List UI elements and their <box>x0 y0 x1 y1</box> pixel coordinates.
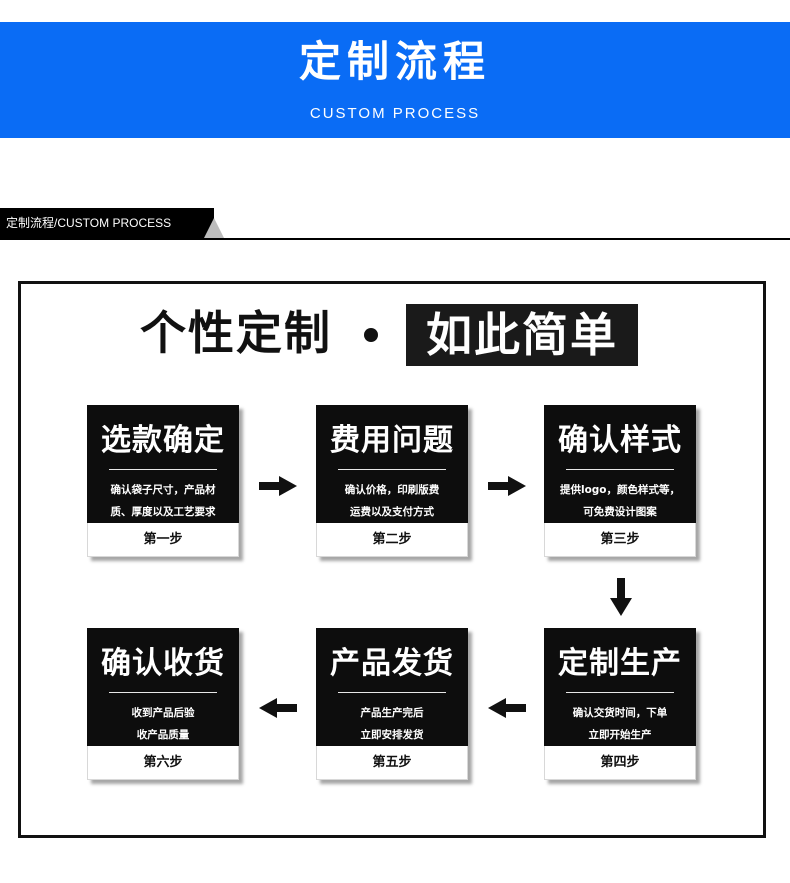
step-title: 确认收货 <box>101 646 225 681</box>
step-title: 选款确定 <box>101 423 225 458</box>
step-divider <box>109 469 217 470</box>
banner-title: 定制流程 <box>298 37 491 86</box>
step-label: 第二步 <box>316 523 468 557</box>
header-banner: 定制流程 CUSTOM PROCESS <box>0 22 790 138</box>
step-divider <box>338 469 446 470</box>
step-description: 提供logo，颜色样式等， 可免费设计图案 <box>559 484 681 518</box>
step-title: 费用问题 <box>330 423 454 458</box>
headline: 个性定制 如此简单 <box>0 300 790 370</box>
arrow-down-icon <box>610 578 632 616</box>
step-label: 第六步 <box>87 746 239 780</box>
section-tag-slant <box>204 218 224 238</box>
step-card-5: 产品发货 产品生产完后 立即安排发货 第五步 <box>316 628 468 780</box>
headline-left-text: 个性定制 <box>140 306 332 360</box>
step-divider <box>566 469 674 470</box>
step-label: 第四步 <box>544 746 696 780</box>
arrow-left-icon <box>259 698 297 718</box>
arrow-left-icon <box>488 698 526 718</box>
step-card-1: 选款确定 确认袋子尺寸，产品材 质、厚度以及工艺要求 第一步 <box>87 405 239 557</box>
step-title: 产品发货 <box>330 646 454 681</box>
step-description: 确认袋子尺寸，产品材 质、厚度以及工艺要求 <box>110 484 216 518</box>
step-description: 确认价格，印刷版费 运费以及支付方式 <box>344 484 440 518</box>
step-description: 确认交货时间，下单 立即开始生产 <box>572 707 668 741</box>
section-divider <box>0 238 790 240</box>
step-title: 定制生产 <box>558 646 682 681</box>
headline-highlight: 如此简单 <box>406 304 638 366</box>
section-tag: 定制流程/CUSTOM PROCESS <box>0 208 232 238</box>
arrow-right-icon <box>488 476 526 496</box>
step-label: 第五步 <box>316 746 468 780</box>
step-divider <box>566 692 674 693</box>
step-divider <box>338 692 446 693</box>
step-card-2: 费用问题 确认价格，印刷版费 运费以及支付方式 第二步 <box>316 405 468 557</box>
section-tag-label: 定制流程/CUSTOM PROCESS <box>6 216 172 230</box>
arrow-right-icon <box>259 476 297 496</box>
step-description: 产品生产完后 立即安排发货 <box>360 707 424 741</box>
step-title: 确认样式 <box>558 423 682 458</box>
section-tag-background <box>0 208 214 238</box>
step-description: 收到产品后验 收产品质量 <box>131 707 195 741</box>
step-card-4: 定制生产 确认交货时间，下单 立即开始生产 第四步 <box>544 628 696 780</box>
step-card-6: 确认收货 收到产品后验 收产品质量 第六步 <box>87 628 239 780</box>
step-card-3: 确认样式 提供logo，颜色样式等， 可免费设计图案 第三步 <box>544 405 696 557</box>
step-label: 第一步 <box>87 523 239 557</box>
step-divider <box>109 692 217 693</box>
headline-dot <box>364 328 378 342</box>
banner-subtitle: CUSTOM PROCESS <box>309 105 481 122</box>
step-label: 第三步 <box>544 523 696 557</box>
